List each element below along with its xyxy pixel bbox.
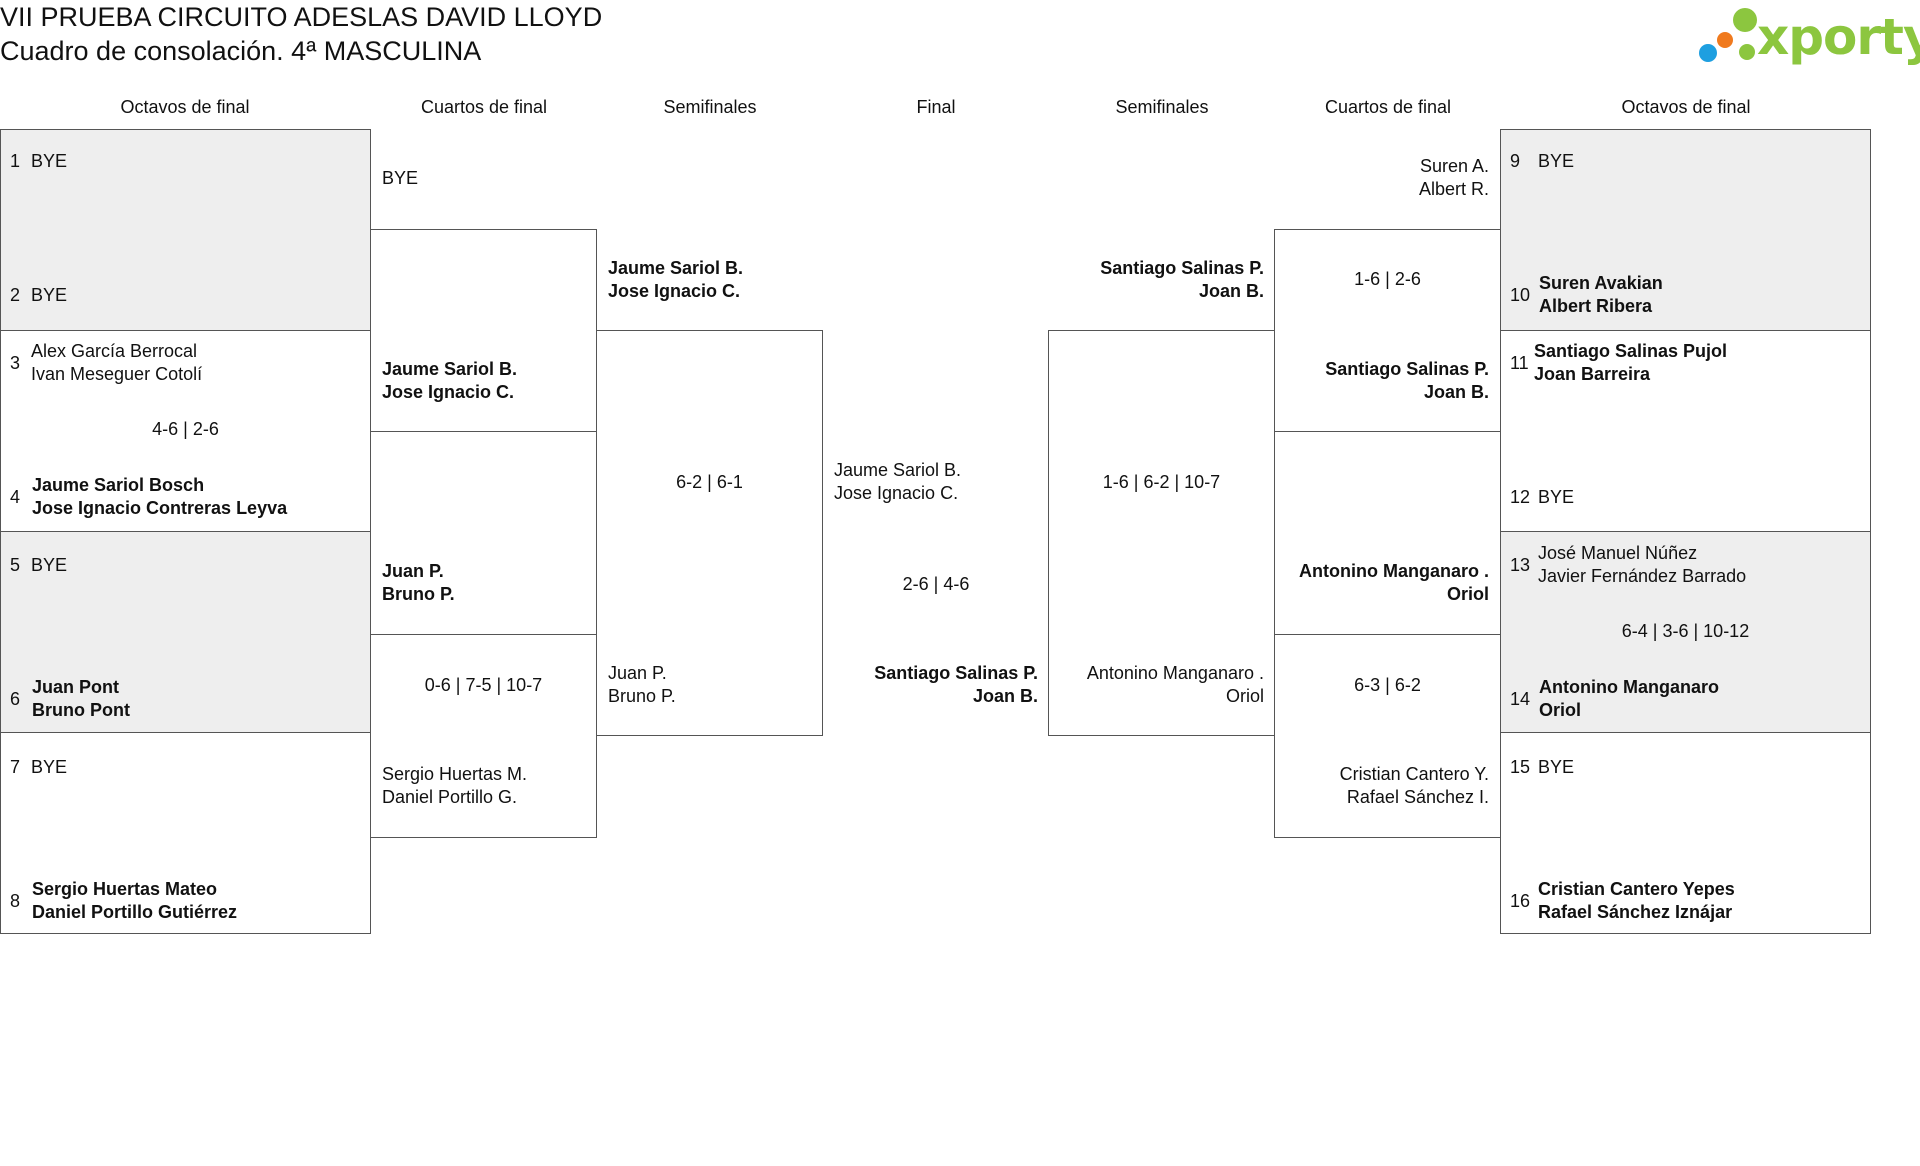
slot-number: 9 [1510, 151, 1521, 171]
page-title: VII PRUEBA CIRCUITO ADESLAS DAVID LLOYD [0, 2, 603, 32]
logo-dot-orange-icon [1717, 32, 1733, 48]
sf-player: Jaume Sariol B. [608, 258, 744, 278]
header-left-quarterfinals: Cuartos de final [420, 97, 548, 117]
qf-player: Santiago Salinas P. [1325, 359, 1489, 379]
match-score: 6-2 | 6-1 [676, 472, 743, 492]
slot-number: 5 [10, 555, 21, 575]
match-score: 1-6 | 6-2 | 10-7 [1102, 472, 1221, 492]
match-score: 6-4 | 3-6 | 10-12 [1621, 621, 1750, 641]
header-left-semifinals: Semifinales [663, 97, 757, 117]
header-left-round-of-16: Octavos de final [120, 97, 250, 117]
slot-player: Joan Barreira [1534, 364, 1651, 384]
slot-player: José Manuel Núñez [1538, 543, 1698, 563]
sf-player: Jose Ignacio C. [608, 281, 741, 301]
sf-player: Bruno P. [608, 686, 676, 706]
qf-player: Antonino Manganaro . [1299, 561, 1489, 581]
sf-player: Santiago Salinas P. [1100, 258, 1264, 278]
slot-player: BYE [31, 757, 68, 777]
match-box-sf-right [1048, 330, 1275, 736]
match-score: 4-6 | 2-6 [152, 419, 219, 439]
slot-player: BYE [31, 555, 68, 575]
slot-number: 13 [1510, 555, 1531, 575]
match-box-qf-2 [370, 634, 597, 838]
slot-player: Sergio Huertas Mateo [32, 879, 218, 899]
qf-player: Albert R. [1418, 179, 1489, 199]
slot-player: Javier Fernández Barrado [1538, 566, 1747, 586]
slot-player: Santiago Salinas Pujol [1534, 341, 1728, 361]
slot-player: Albert Ribera [1539, 296, 1653, 316]
qf-player: Joan B. [1423, 382, 1489, 402]
slot-player: Daniel Portillo Gutiérrez [32, 902, 238, 922]
qf-player: Sergio Huertas M. [382, 764, 528, 784]
logo-text: xporty [1757, 8, 1920, 66]
slot-player: BYE [1538, 151, 1575, 171]
logo-dot-green-icon [1733, 8, 1757, 32]
header-right-round-of-16: Octavos de final [1621, 97, 1751, 117]
qf-player: BYE [382, 168, 419, 188]
match-score: 1-6 | 2-6 [1354, 269, 1421, 289]
slot-player: BYE [31, 151, 68, 171]
sf-player: Antonino Manganaro . [1086, 663, 1264, 683]
qf-player: Bruno P. [382, 584, 455, 604]
slot-number: 14 [1510, 689, 1531, 709]
final-player: Joan B. [972, 686, 1038, 706]
slot-player: BYE [31, 285, 68, 305]
qf-player: Jose Ignacio C. [382, 382, 515, 402]
qf-player: Juan P. [382, 561, 444, 581]
page-subtitle: Cuadro de consolación. 4ª MASCULINA [0, 36, 482, 66]
slot-number: 6 [10, 689, 21, 709]
slot-player: Cristian Cantero Yepes [1538, 879, 1735, 899]
match-box-sf-left [596, 330, 823, 736]
logo-dot-green-small-icon [1739, 44, 1755, 60]
slot-number: 15 [1510, 757, 1531, 777]
slot-number: 12 [1510, 487, 1531, 507]
final-player: Jaume Sariol B. [834, 460, 962, 480]
match-score: 6-3 | 6-2 [1354, 675, 1421, 695]
slot-player: Bruno Pont [32, 700, 130, 720]
qf-player: Cristian Cantero Y. [1339, 764, 1489, 784]
match-box-r16-5 [1500, 129, 1871, 331]
slot-player: Rafael Sánchez Iznájar [1538, 902, 1733, 922]
slot-player: Jose Ignacio Contreras Leyva [32, 498, 288, 518]
slot-player: Antonino Manganaro [1539, 677, 1719, 697]
slot-player: Juan Pont [32, 677, 120, 697]
final-score: 2-6 | 4-6 [902, 574, 970, 594]
qf-player: Suren A. [1419, 156, 1489, 176]
qf-player: Oriol [1446, 584, 1489, 604]
match-score: 0-6 | 7-5 | 10-7 [424, 675, 543, 695]
slot-number: 7 [10, 757, 21, 777]
slot-player: Ivan Meseguer Cotolí [31, 364, 203, 384]
slot-number: 16 [1510, 891, 1531, 911]
slot-player: Jaume Sariol Bosch [32, 475, 205, 495]
slot-player: BYE [1538, 487, 1575, 507]
slot-number: 4 [10, 487, 21, 507]
qf-player: Jaume Sariol B. [382, 359, 518, 379]
slot-number: 1 [10, 151, 21, 171]
final-player: Santiago Salinas P. [874, 663, 1038, 683]
sf-player: Joan B. [1198, 281, 1264, 301]
logo-dot-blue-icon [1699, 44, 1717, 62]
slot-number: 10 [1510, 285, 1531, 305]
header-right-quarterfinals: Cuartos de final [1324, 97, 1452, 117]
qf-player: Daniel Portillo G. [382, 787, 518, 807]
xporty-logo: xporty [1695, 4, 1920, 68]
slot-player: Alex García Berrocal [31, 341, 198, 361]
match-box-r16-1 [0, 129, 371, 331]
header-final: Final [916, 97, 956, 117]
slot-number: 2 [10, 285, 21, 305]
slot-player: Oriol [1539, 700, 1582, 720]
slot-number: 11 [1510, 353, 1529, 373]
qf-player: Rafael Sánchez I. [1346, 787, 1489, 807]
header-right-semifinals: Semifinales [1115, 97, 1209, 117]
slot-player: Suren Avakian [1539, 273, 1663, 293]
sf-player: Oriol [1225, 686, 1264, 706]
match-box-r16-8 [1500, 732, 1871, 934]
final-player: Jose Ignacio C. [834, 483, 959, 503]
match-box-r16-3 [0, 531, 371, 733]
slot-player: BYE [1538, 757, 1575, 777]
sf-player: Juan P. [608, 663, 667, 683]
slot-number: 3 [10, 353, 21, 373]
slot-number: 8 [10, 891, 21, 911]
